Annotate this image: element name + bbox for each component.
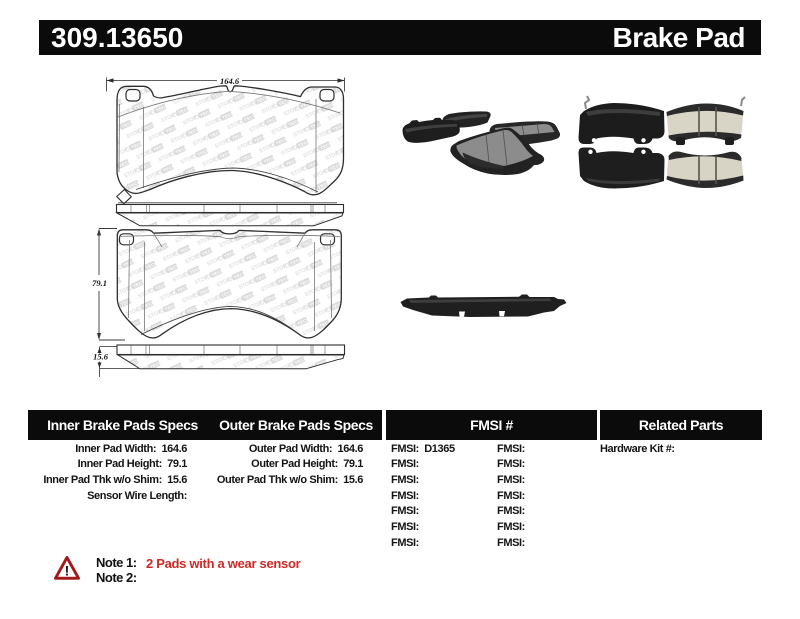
svg-text:164.6: 164.6 — [220, 76, 240, 86]
svg-text:!: ! — [65, 563, 70, 579]
svg-text:15.6: 15.6 — [93, 352, 109, 362]
svg-text:79.1: 79.1 — [92, 278, 107, 288]
